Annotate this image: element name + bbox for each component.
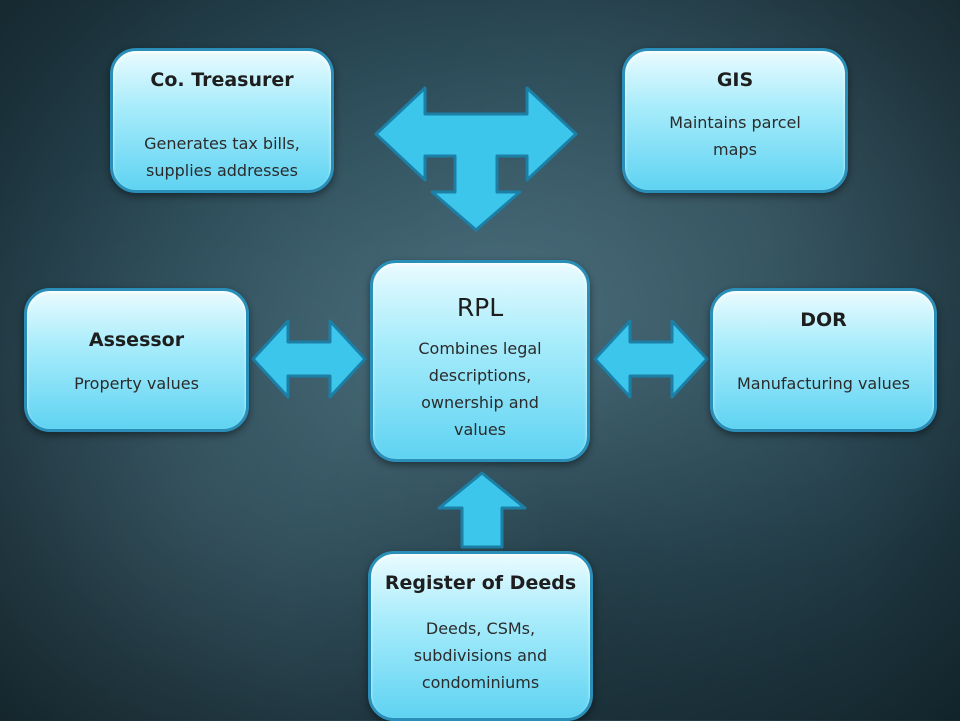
desc-line: descriptions, <box>428 366 532 385</box>
node-title: RPL <box>456 293 504 322</box>
node-register-of-deeds: Register of Deeds Deeds, CSMs, subdivisi… <box>368 551 593 721</box>
desc-line: condominiums <box>421 673 540 692</box>
node-rpl: RPL Combines legal descriptions, ownersh… <box>370 260 590 462</box>
node-title: GIS <box>716 69 754 91</box>
node-description: Deeds, CSMs, subdivisions and condominiu… <box>375 615 586 696</box>
node-title: Co. Treasurer <box>150 69 294 91</box>
node-description: Generates tax bills, supplies addresses <box>117 130 327 184</box>
node-title: Register of Deeds <box>384 572 577 594</box>
rpl-dor-double-arrow <box>593 319 709 399</box>
desc-line: values <box>453 420 507 439</box>
desc-line: ownership and <box>421 393 539 412</box>
node-description: Property values <box>31 370 242 397</box>
node-description: Combines legal descriptions, ownership a… <box>377 335 583 443</box>
desc-line: supplies addresses <box>146 161 298 180</box>
desc-line: Combines legal <box>418 339 542 358</box>
deeds-rpl-up-arrow <box>437 471 527 549</box>
desc-line: maps <box>713 140 757 159</box>
desc-line: subdivisions and <box>413 646 548 665</box>
desc-line: Deeds, CSMs, <box>425 619 536 638</box>
node-description: Maintains parcel maps <box>629 109 841 163</box>
node-gis: GIS Maintains parcel maps <box>622 48 848 193</box>
node-title: DOR <box>800 309 847 331</box>
desc-line: Generates tax bills, <box>144 134 300 153</box>
desc-line: Manufacturing values <box>737 374 910 393</box>
desc-line: Property values <box>74 374 199 393</box>
node-dor: DOR Manufacturing values <box>710 288 937 432</box>
node-title: Assessor <box>88 329 185 351</box>
desc-line: Maintains parcel <box>669 113 801 132</box>
assessor-rpl-double-arrow <box>251 319 367 399</box>
node-assessor: Assessor Property values <box>24 288 249 432</box>
node-co-treasurer: Co. Treasurer Generates tax bills, suppl… <box>110 48 334 193</box>
t-junction-arrow <box>374 86 578 232</box>
node-description: Manufacturing values <box>713 370 934 397</box>
